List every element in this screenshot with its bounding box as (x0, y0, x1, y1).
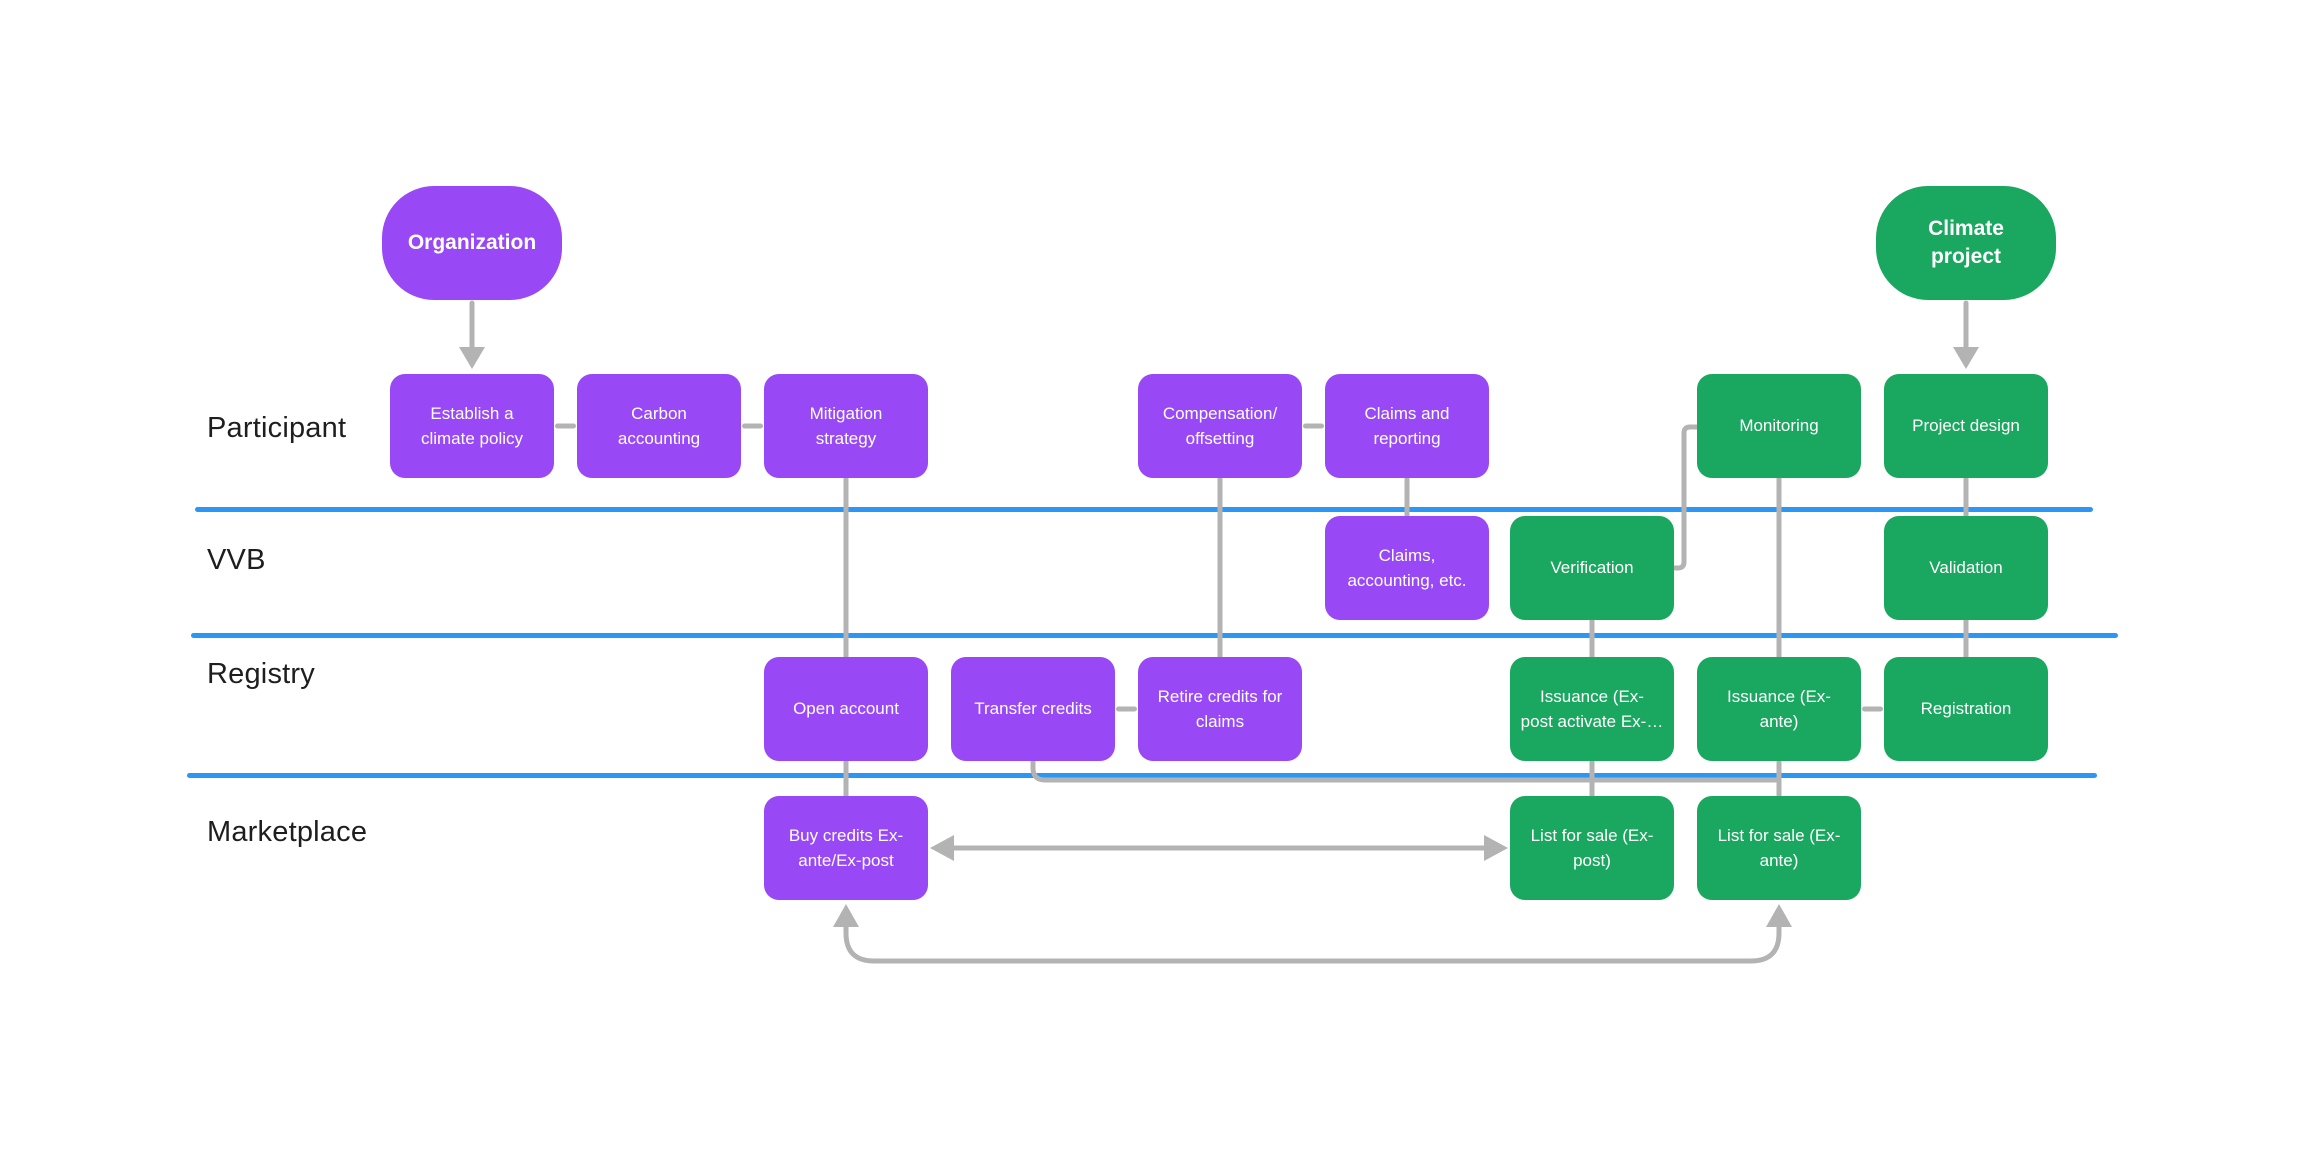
connector-transfer-credits-to-list-for-sale-ex-ante (1030, 756, 1782, 783)
lane-divider-3 (187, 773, 2097, 778)
node-establish-climate-policy[interactable]: Establish a climate policy (390, 374, 554, 478)
lane-label-marketplace: Marketplace (207, 816, 368, 848)
lane-label-participant: Participant (207, 412, 347, 444)
node-registration[interactable]: Registration (1884, 657, 2048, 761)
node-mitigation-strategy[interactable]: Mitigation strategy (764, 374, 928, 478)
node-claims-and-reporting[interactable]: Claims and reporting (1325, 374, 1489, 478)
arrowhead-buy-credits (930, 835, 954, 861)
node-open-account[interactable]: Open account (764, 657, 928, 761)
pill-organization[interactable]: Organization (382, 186, 562, 300)
node-validation[interactable]: Validation (1884, 516, 2048, 620)
node-issuance-ex-ante[interactable]: Issuance (Ex- ante) (1697, 657, 1861, 761)
node-verification[interactable]: Verification (1510, 516, 1674, 620)
lane-divider-2 (191, 633, 2118, 638)
node-monitoring[interactable]: Monitoring (1697, 374, 1861, 478)
node-compensation-offsetting[interactable]: Compensation/ offsetting (1138, 374, 1302, 478)
arrowhead-establish-climate-policy (459, 347, 485, 369)
pill-climate-project[interactable]: Climate project (1876, 186, 2056, 300)
node-carbon-accounting[interactable]: Carbon accounting (577, 374, 741, 478)
arrowhead-list-for-sale-ex-ante (1766, 904, 1792, 927)
node-transfer-credits[interactable]: Transfer credits (951, 657, 1115, 761)
lane-label-registry: Registry (207, 658, 315, 690)
node-claims-accounting-etc[interactable]: Claims, accounting, etc. (1325, 516, 1489, 620)
connector-monitoring-to-verification (1672, 424, 1700, 571)
node-project-design[interactable]: Project design (1884, 374, 2048, 478)
arrowhead-buy-credits (833, 904, 859, 927)
node-list-for-sale-ex-ante[interactable]: List for sale (Ex- ante) (1697, 796, 1861, 900)
node-retire-credits-for-claims[interactable]: Retire credits for claims (1138, 657, 1302, 761)
connector-buy-credits-to-list-for-sale-ex-ante (843, 923, 1782, 964)
lane-label-vvb: VVB (207, 544, 266, 576)
node-issuance-ex-post[interactable]: Issuance (Ex- post activate Ex-… (1510, 657, 1674, 761)
lane-divider-1 (195, 507, 2093, 512)
arrowhead-project-design (1953, 347, 1979, 369)
node-buy-credits[interactable]: Buy credits Ex- ante/Ex-post (764, 796, 928, 900)
node-list-for-sale-ex-post[interactable]: List for sale (Ex- post) (1510, 796, 1674, 900)
arrowhead-list-for-sale-ex-post (1484, 835, 1508, 861)
